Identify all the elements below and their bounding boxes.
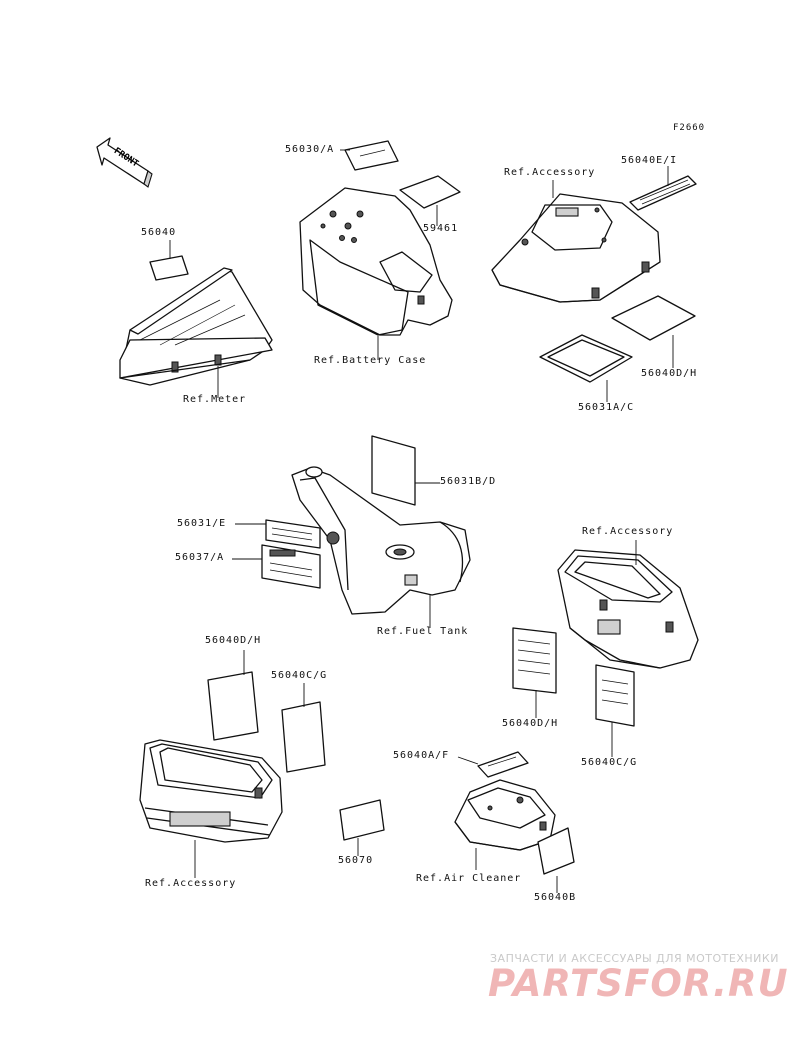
- label-56040CG-left: 56040C/G: [271, 670, 328, 681]
- label-56040CG-right: 56040C/G: [581, 757, 638, 768]
- decal-56040CG-right: [595, 664, 635, 727]
- label-56040DH-right: 56040D/H: [641, 368, 698, 379]
- label-ref-battery-case: Ref.Battery Case: [314, 355, 427, 366]
- label-56040-top: 56040: [141, 227, 177, 238]
- accessory-bottom-part: [139, 739, 283, 843]
- label-56031AC: 56031A/C: [578, 402, 635, 413]
- fuel-tank-part: [291, 466, 471, 615]
- decal-56040-top: [149, 255, 189, 281]
- label-59461: 59461: [423, 223, 459, 234]
- label-56031E: 56031/E: [177, 518, 227, 529]
- label-56070: 56070: [338, 855, 374, 866]
- figure-code: F2660: [673, 123, 706, 133]
- decal-59461: [399, 175, 461, 209]
- watermark-logo: PARTSFOR.RU: [488, 962, 789, 1005]
- decal-56040DH-left: [207, 671, 259, 741]
- decal-56040DH-right: [611, 295, 696, 341]
- decal-56031BD: [371, 435, 416, 506]
- label-ref-accessory-mid: Ref.Accessory: [582, 526, 674, 537]
- label-56040B: 56040B: [534, 892, 577, 903]
- label-ref-meter: Ref.Meter: [183, 394, 247, 405]
- accessory-mid-part: [557, 549, 699, 669]
- decal-56040AF: [477, 751, 529, 778]
- decal-56030A: [344, 140, 399, 171]
- label-56040AF: 56040A/F: [393, 750, 450, 761]
- decal-56070: [339, 799, 385, 841]
- label-56030A: 56030/A: [285, 144, 335, 155]
- decal-56040EI: [629, 175, 697, 211]
- label-ref-air-cleaner: Ref.Air Cleaner: [416, 873, 522, 884]
- label-56040DH-left: 56040D/H: [205, 635, 262, 646]
- meter-part: [119, 267, 273, 386]
- watermark-tagline: ЗАПЧАСТИ И АКСЕССУАРЫ ДЛЯ МОТОТЕХНИКИ: [490, 952, 779, 965]
- label-ref-accessory-top: Ref.Accessory: [504, 167, 596, 178]
- decal-56040B: [537, 827, 575, 875]
- label-56037A: 56037/A: [175, 552, 225, 563]
- decal-56040CG-left: [281, 701, 326, 773]
- air-cleaner-part: [454, 779, 556, 851]
- decal-56040DH-mid: [512, 627, 557, 694]
- label-56031BD: 56031B/D: [440, 476, 497, 487]
- front-arrow-icon: FRONT: [96, 137, 153, 188]
- accessory-top-part: [491, 193, 661, 303]
- battery-case-part: [299, 187, 453, 336]
- label-ref-accessory-bottom: Ref.Accessory: [145, 878, 237, 889]
- decal-56031E: [265, 519, 321, 549]
- label-ref-fuel-tank: Ref.Fuel Tank: [377, 626, 469, 637]
- label-56040DH-mid: 56040D/H: [502, 718, 559, 729]
- decal-56031AC: [539, 334, 633, 383]
- label-56040EI: 56040E/I: [621, 155, 678, 166]
- decal-56037A: [261, 544, 321, 589]
